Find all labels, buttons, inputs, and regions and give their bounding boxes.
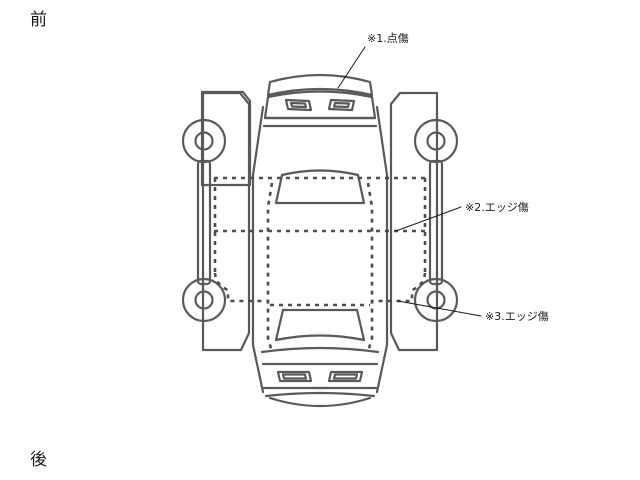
right-front-wheel-tire xyxy=(413,277,459,323)
rear-window xyxy=(274,169,366,205)
headlight-right xyxy=(327,370,364,383)
leader-line-3 xyxy=(397,300,482,317)
headlight-left xyxy=(276,370,313,383)
orientation-label-rear: 後 xyxy=(30,450,47,470)
headlight-left-inner xyxy=(281,373,308,380)
front-bumper-lower-edge xyxy=(268,396,372,408)
annotation-label-3: ※3.エッジ傷 xyxy=(485,310,549,323)
headlight-right-inner xyxy=(332,373,359,380)
center-body-right-edge xyxy=(375,105,389,394)
leader-line-2 xyxy=(395,206,462,232)
annotation-label-2: ※2.エッジ傷 xyxy=(465,201,529,214)
rear-spoiler-strip xyxy=(266,73,374,97)
annotation-label-1: ※1.点傷 xyxy=(367,32,409,45)
right-side-body-outline xyxy=(389,91,439,352)
annotation-leader-lines xyxy=(337,46,482,317)
rear-lamp-right xyxy=(327,98,356,112)
orientation-label-front: 前 xyxy=(30,10,47,30)
windshield xyxy=(274,308,366,342)
right-rear-wheel-tire xyxy=(413,118,459,164)
rear-deck-panel xyxy=(263,90,377,120)
leader-line-1 xyxy=(337,46,366,89)
front-bumper-strip-2 xyxy=(264,391,376,398)
dash-right-quarter-curve xyxy=(372,272,427,303)
dash-right-roof-rail xyxy=(366,182,374,353)
left-rear-wheel-hub xyxy=(194,131,214,151)
panel-boundary-dashed-lines xyxy=(213,176,427,353)
dash-left-quarter-curve xyxy=(213,272,268,303)
right-rear-wheel-hub xyxy=(426,131,446,151)
left-front-wheel-tire xyxy=(181,277,227,323)
center-body-left-edge xyxy=(251,105,265,394)
rear-lamp-right-inner xyxy=(332,101,351,109)
hood-leading-edge xyxy=(260,346,380,354)
left-side-body-outline xyxy=(201,91,251,352)
rear-lamp-left-inner xyxy=(289,101,308,109)
right-front-wheel-hub xyxy=(426,290,446,310)
left-rear-wheel-tire xyxy=(181,118,227,164)
vehicle-body-outlines xyxy=(181,73,459,408)
rear-lamp-left xyxy=(284,98,313,112)
left-front-wheel-hub xyxy=(194,290,214,310)
dash-left-roof-rail xyxy=(266,182,274,353)
